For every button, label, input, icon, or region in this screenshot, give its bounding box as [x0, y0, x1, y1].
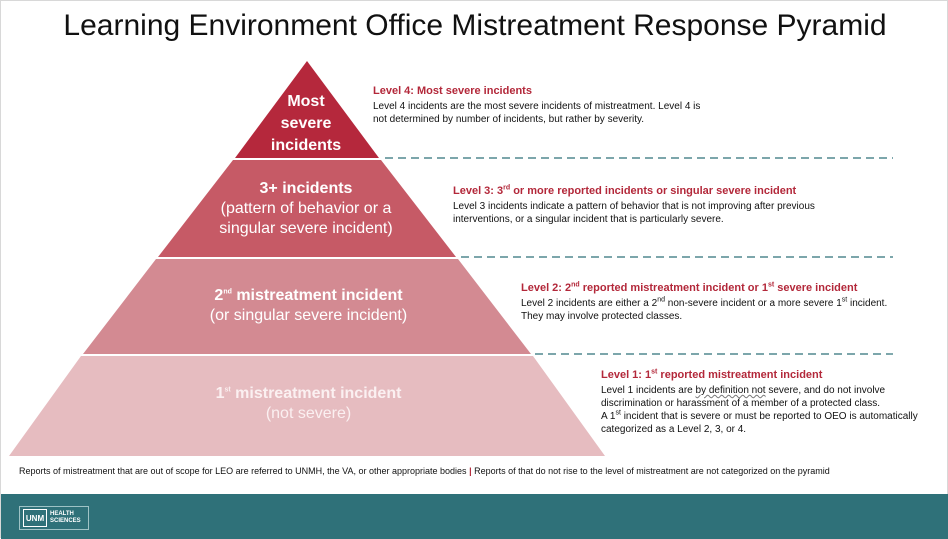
description-level2-heading: Level 2: 2nd reported mistreatment incid… [521, 281, 858, 294]
tier4-line1: Most [287, 93, 325, 110]
description-level4-body: Level 4 incidents are the most severe in… [373, 101, 701, 125]
footer-bar [1, 494, 948, 539]
description-level3-heading: Level 3: 3rd or more reported incidents … [453, 184, 797, 197]
tier3-line2: (pattern of behavior or a [220, 200, 392, 217]
slide-title: Learning Environment Office Mistreatment… [63, 9, 887, 42]
pyramid-tier-level2 [83, 259, 531, 354]
description-level2: Level 2: 2nd reported mistreatment incid… [521, 281, 901, 323]
tier-label-level1: 1st mistreatment incident (not severe) [121, 384, 496, 424]
footer-note-separator: | [469, 466, 472, 476]
description-level1-body: Level 1 incidents are by definition not … [601, 385, 918, 435]
pyramid-tier-level4 [235, 61, 379, 158]
unm-health-sciences-logo: UNM HEALTH SCIENCES [19, 506, 89, 530]
footer-note-left: Reports of mistreatment that are out of … [19, 466, 467, 476]
tier3-line3: singular severe incident) [219, 220, 393, 237]
pyramid-tier-level3 [158, 160, 456, 257]
description-level1-heading: Level 1: 1st reported mistreatment incid… [601, 368, 823, 381]
logo-text: HEALTH SCIENCES [50, 511, 81, 525]
description-level2-body: Level 2 incidents are either a 2nd non-s… [521, 296, 888, 322]
description-level3: Level 3: 3rd or more reported incidents … [453, 184, 833, 226]
tier1-line2: (not severe) [265, 405, 352, 422]
tier-label-level3: 3+ incidents (pattern of behavior or a s… [181, 179, 431, 239]
tier2-line2: (or singular severe incident) [209, 307, 408, 324]
description-level4: Level 4: Most severe incidents Level 4 i… [373, 85, 713, 126]
tier3-line1: 3+ incidents [259, 180, 353, 197]
logo-line1: HEALTH [50, 511, 74, 517]
pyramid-tier-level1 [9, 356, 605, 456]
tier4-line3: incidents [270, 137, 342, 154]
description-level3-body: Level 3 incidents indicate a pattern of … [453, 201, 815, 225]
footer-note: Reports of mistreatment that are out of … [19, 466, 934, 476]
footer-note-right: Reports of that do not rise to the level… [474, 466, 830, 476]
tier-label-level4: Most severe incidents [251, 91, 361, 157]
tier2-line1: 2nd mistreatment incident [214, 287, 403, 304]
tier-label-level2: 2nd mistreatment incident (or singular s… [141, 286, 476, 326]
tier4-line2: severe [280, 115, 332, 132]
unm-logo-mark: UNM [23, 509, 47, 527]
tier1-line1: 1st mistreatment incident [215, 385, 402, 402]
logo-line2: SCIENCES [50, 518, 81, 524]
description-level4-heading: Level 4: Most severe incidents [373, 85, 532, 97]
description-level1: Level 1: 1st reported mistreatment incid… [601, 368, 921, 436]
